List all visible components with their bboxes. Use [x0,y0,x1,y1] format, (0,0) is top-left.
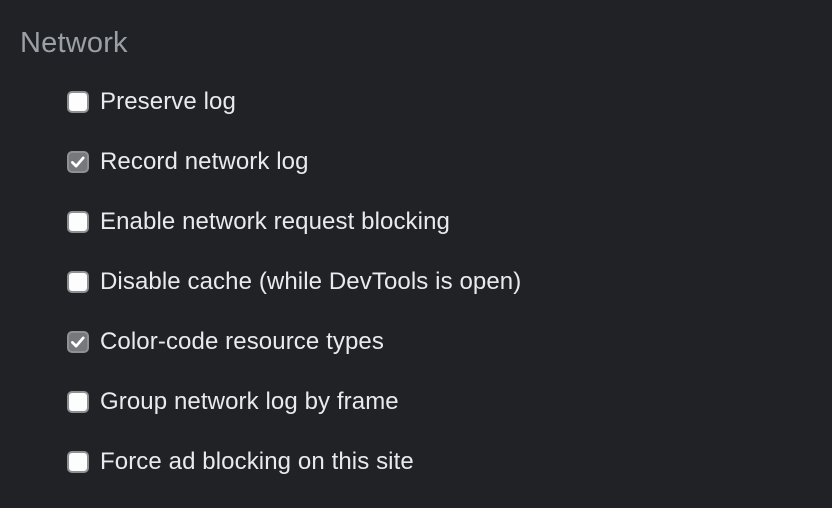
preserve-log-label[interactable]: Preserve log [100,88,236,115]
setting-row-network-request-blocking: Enable network request blocking [0,192,832,252]
group-by-frame-checkbox[interactable] [67,391,89,413]
network-request-blocking-label[interactable]: Enable network request blocking [100,208,450,235]
disable-cache-label[interactable]: Disable cache (while DevTools is open) [100,268,522,295]
setting-row-preserve-log: Preserve log [0,72,832,132]
preserve-log-checkbox[interactable] [67,91,89,113]
disable-cache-checkbox[interactable] [67,271,89,293]
devtools-preferences-network-section: Network Preserve log Record network log … [0,26,832,508]
group-by-frame-label[interactable]: Group network log by frame [100,388,399,415]
check-icon [71,336,85,348]
color-code-resource-types-label[interactable]: Color-code resource types [100,328,384,355]
record-network-log-checkbox[interactable] [67,151,89,173]
setting-row-group-by-frame: Group network log by frame [0,372,832,432]
force-ad-blocking-checkbox[interactable] [67,451,89,473]
check-icon [71,156,85,168]
network-settings-list: Preserve log Record network log Enable n… [0,72,832,492]
section-title: Network [20,27,128,59]
network-request-blocking-checkbox[interactable] [67,211,89,233]
record-network-log-label[interactable]: Record network log [100,148,309,175]
color-code-resource-types-checkbox[interactable] [67,331,89,353]
force-ad-blocking-label[interactable]: Force ad blocking on this site [100,448,414,475]
setting-row-force-ad-blocking: Force ad blocking on this site [0,432,832,492]
setting-row-record-network-log: Record network log [0,132,832,192]
setting-row-color-code-resource-types: Color-code resource types [0,312,832,372]
setting-row-disable-cache: Disable cache (while DevTools is open) [0,252,832,312]
